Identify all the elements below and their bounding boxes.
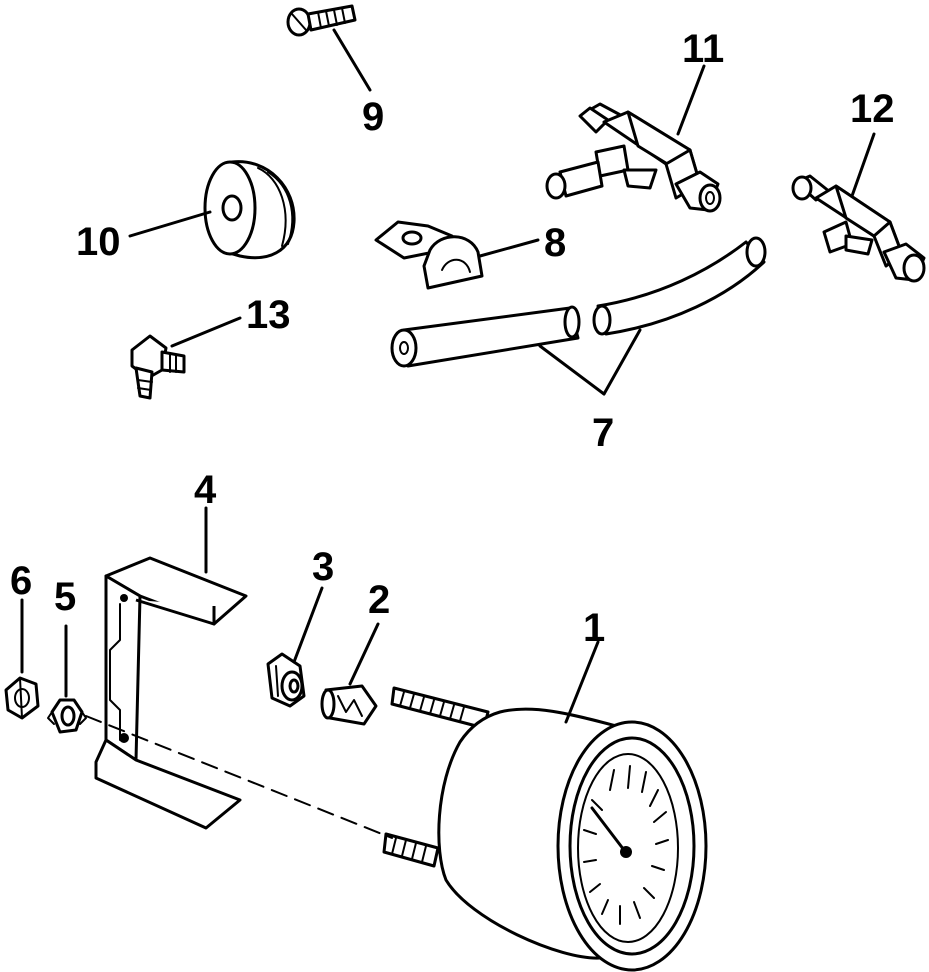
part-8-clamp (374, 220, 484, 290)
callout-2: 2 (368, 578, 390, 622)
callout-7: 7 (592, 411, 614, 455)
part-9-screw (286, 4, 357, 37)
callout-10: 10 (76, 220, 121, 264)
leader-11 (676, 64, 706, 136)
callout-8: 8 (544, 221, 566, 265)
part-13-elbow-fitting (130, 334, 186, 400)
leader-3 (292, 586, 324, 664)
callout-3: 3 (312, 545, 334, 589)
leader-7a (538, 344, 606, 396)
alignment-line (85, 715, 393, 839)
leader-12 (850, 132, 876, 198)
callout-6: 6 (10, 559, 32, 603)
callout-4: 4 (194, 468, 217, 512)
part-5-lock-washer (47, 698, 87, 734)
leader-10 (128, 210, 212, 238)
part-11-tee-fitting (545, 102, 722, 213)
leader-13 (170, 316, 242, 348)
callout-5: 5 (54, 575, 76, 619)
part-4-bracket (94, 556, 248, 830)
leader-9 (332, 28, 372, 92)
part-7-hoses (390, 236, 767, 368)
callout-12: 12 (850, 87, 895, 131)
callout-11: 11 (682, 27, 724, 71)
part-1-gauge (382, 686, 708, 972)
part-6-nut (4, 676, 40, 720)
leader-8 (478, 238, 540, 258)
part-12-fitting (791, 174, 926, 283)
callout-13: 13 (246, 293, 291, 337)
leader-7b (602, 328, 642, 396)
leader-1 (564, 640, 600, 724)
callout-9: 9 (362, 95, 384, 139)
part-3-socket (266, 652, 306, 708)
callout-1: 1 (583, 606, 605, 650)
leader-2 (348, 622, 380, 686)
part-2-bulb (320, 684, 378, 726)
part-10-grommet (203, 160, 296, 260)
